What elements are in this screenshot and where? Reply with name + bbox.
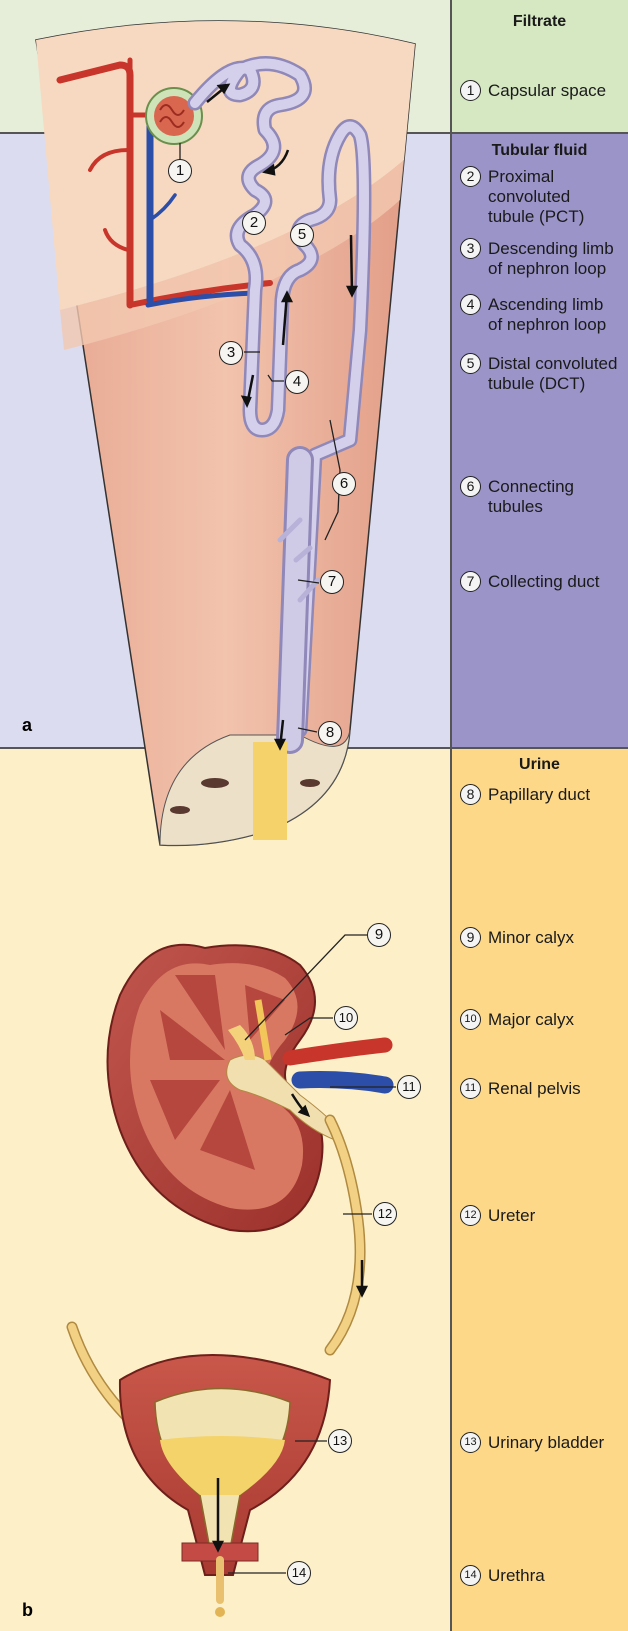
legend-8-text: Papillary duct xyxy=(488,784,590,805)
panel-letter-a: a xyxy=(22,715,32,736)
legend-11-number: 11 xyxy=(460,1078,481,1099)
nephron-kidney-illustration xyxy=(0,0,451,1631)
callout-12: 12 xyxy=(373,1202,397,1226)
legend-7-text: Collecting duct xyxy=(488,571,600,592)
callout-8: 8 xyxy=(318,721,342,745)
callout-11: 11 xyxy=(397,1075,421,1099)
legend-10-number: 10 xyxy=(460,1009,481,1030)
urine-header: Urine xyxy=(451,756,628,774)
legend-2-text-3: tubule (PCT) xyxy=(488,206,584,227)
callout-4: 4 xyxy=(285,370,309,394)
legend-10-text: Major calyx xyxy=(488,1009,574,1030)
callout-6: 6 xyxy=(332,472,356,496)
tubular-header: Tubular fluid xyxy=(451,142,628,160)
panel-letter-b: b xyxy=(22,1600,33,1621)
legend-2-number: 2 xyxy=(460,166,481,187)
callout-5: 5 xyxy=(290,223,314,247)
legend-5-text-2: tubule (DCT) xyxy=(488,373,585,394)
legend-6-text-1: Connecting xyxy=(488,476,574,497)
legend-7-number: 7 xyxy=(460,571,481,592)
legend-3-text-1: Descending limb xyxy=(488,238,614,259)
kidney xyxy=(108,945,386,1231)
callout-13: 13 xyxy=(328,1429,352,1453)
legend-12-number: 12 xyxy=(460,1205,481,1226)
legend-9-number: 9 xyxy=(460,927,481,948)
legend-1-text: Capsular space xyxy=(488,80,606,101)
legend-8-number: 8 xyxy=(460,784,481,805)
legend-11-text: Renal pelvis xyxy=(488,1078,581,1099)
callout-10: 10 xyxy=(334,1006,358,1030)
legend-5-number: 5 xyxy=(460,353,481,374)
filtrate-header: Filtrate xyxy=(451,13,628,31)
legend-14-number: 14 xyxy=(460,1565,481,1586)
legend-2-text-1: Proximal xyxy=(488,166,554,187)
legend-5-text-1: Distal convoluted xyxy=(488,353,617,374)
legend-6-text-2: tubules xyxy=(488,496,543,517)
urine-column xyxy=(451,748,628,1631)
legend-9-text: Minor calyx xyxy=(488,927,574,948)
legend-14-text: Urethra xyxy=(488,1565,545,1586)
legend-13-text: Urinary bladder xyxy=(488,1432,604,1453)
callout-2: 2 xyxy=(242,211,266,235)
legend-3-text-2: of nephron loop xyxy=(488,258,606,279)
callout-1: 1 xyxy=(168,159,192,183)
legend-3-number: 3 xyxy=(460,238,481,259)
callout-7: 7 xyxy=(320,570,344,594)
legend-1-number: 1 xyxy=(460,80,481,101)
callout-3: 3 xyxy=(219,341,243,365)
legend-13-number: 13 xyxy=(460,1432,481,1453)
callout-9: 9 xyxy=(367,923,391,947)
legend-2-text-2: convoluted xyxy=(488,186,570,207)
legend-12-text: Ureter xyxy=(488,1205,535,1226)
callout-14: 14 xyxy=(287,1561,311,1585)
legend-4-text-2: of nephron loop xyxy=(488,314,606,335)
legend-6-number: 6 xyxy=(460,476,481,497)
legend-4-text-1: Ascending limb xyxy=(488,294,603,315)
legend-4-number: 4 xyxy=(460,294,481,315)
